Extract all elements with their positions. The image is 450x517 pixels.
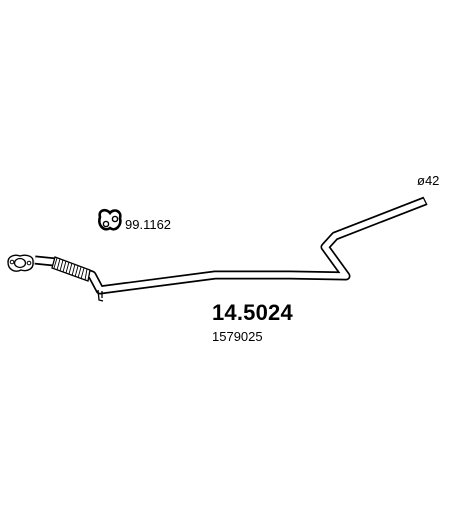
- diameter-label: ø42: [417, 173, 440, 188]
- exhaust-pipe: [34, 196, 428, 295]
- clamp-part-code: 99.1162: [125, 217, 172, 232]
- oem-reference-number: 1579025: [212, 329, 263, 344]
- inlet-flange: [7, 254, 34, 272]
- hanger-bracket: [97, 289, 104, 302]
- mounting-clamp-icon: [98, 208, 122, 231]
- flex-bellows: [51, 256, 91, 282]
- part-number: 14.5024: [212, 300, 293, 325]
